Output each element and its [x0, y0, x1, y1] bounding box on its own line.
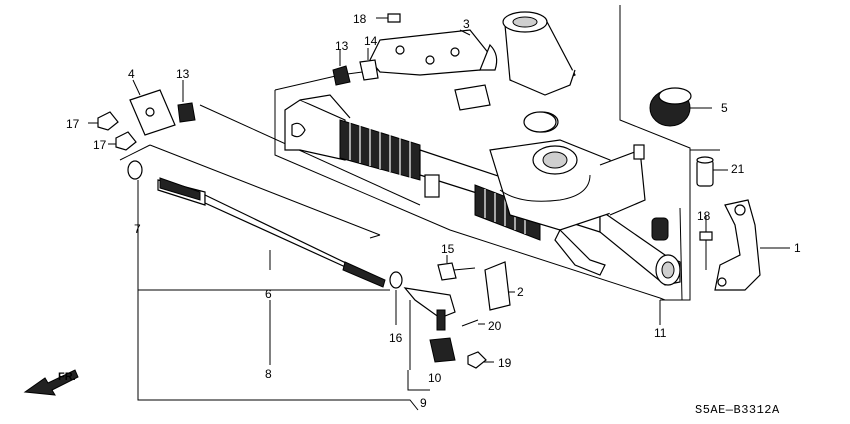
leader-lines — [88, 17, 790, 370]
motor-assembly — [369, 11, 576, 133]
tie-rod — [157, 177, 386, 288]
callout-16: 16 — [389, 331, 403, 345]
callout-2: 2 — [517, 285, 524, 299]
frame-lines — [119, 5, 691, 411]
callout-numbers: 1 2 3 4 5 6 7 8 9 10 11 13 13 14 15 16 1… — [66, 12, 801, 410]
sleeve-21 — [689, 149, 720, 200]
callout-18-right: 18 — [697, 209, 711, 223]
callout-9: 9 — [420, 396, 427, 410]
front-direction-arrow-icon — [23, 369, 79, 396]
callout-4: 4 — [128, 67, 135, 81]
callout-21: 21 — [731, 162, 745, 176]
callout-10: 10 — [428, 371, 442, 385]
callout-3: 3 — [463, 17, 470, 31]
callout-14: 14 — [364, 34, 378, 48]
small-parts — [97, 13, 713, 369]
bushing-5 — [649, 87, 692, 127]
mount-bracket-1 — [714, 199, 761, 291]
front-direction-label: FR. — [58, 371, 76, 383]
callout-8: 8 — [265, 367, 272, 381]
callout-20: 20 — [488, 319, 502, 333]
callout-6: 6 — [265, 287, 272, 301]
callout-7: 7 — [134, 222, 141, 236]
callout-15: 15 — [441, 242, 455, 256]
callout-13-left: 13 — [176, 67, 190, 81]
callout-13-upper: 13 — [335, 39, 349, 53]
callout-1: 1 — [794, 241, 801, 255]
rack-boot — [339, 119, 421, 181]
callout-17-upper: 17 — [66, 117, 80, 131]
diagram-code: S5AE—B3312A — [695, 403, 780, 417]
callout-18-upper: 18 — [353, 12, 367, 26]
callout-11: 11 — [654, 326, 667, 340]
spring — [651, 217, 669, 241]
callout-5: 5 — [721, 101, 728, 115]
callout-19: 19 — [498, 356, 512, 370]
steering-rack-housing — [284, 94, 681, 286]
callout-17-lower: 17 — [93, 138, 107, 152]
